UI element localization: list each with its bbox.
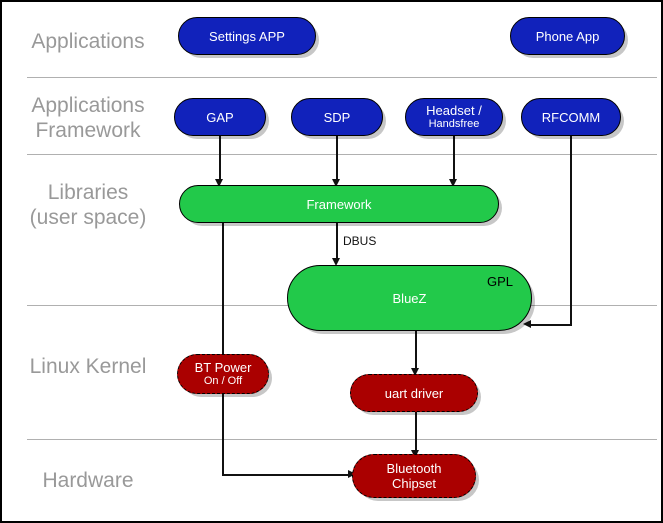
divider-applications: [27, 77, 657, 78]
node-phone-app[interactable]: Phone App: [510, 17, 625, 55]
connector-framework-to-bluez: [336, 222, 338, 262]
connector-framework-to-chipset-right: [222, 474, 352, 476]
node-gap-label: GAP: [206, 109, 234, 125]
node-bluetooth-chipset[interactable]: Bluetooth Chipset: [352, 454, 476, 498]
node-gap[interactable]: GAP: [174, 98, 266, 136]
divider-kernel: [27, 439, 657, 440]
connector-uart-to-chipset: [415, 410, 417, 454]
layer-label-hardware: Hardware: [42, 469, 134, 492]
node-settings-app[interactable]: Settings APP: [178, 17, 316, 55]
connector-gap-to-framework: [219, 135, 221, 183]
divider-framework: [27, 154, 657, 155]
node-headset-handsfree[interactable]: Headset / Handsfree: [405, 98, 503, 136]
layer-label-applications-framework: Applications Framework: [31, 94, 145, 142]
node-bt-power[interactable]: BT Power On / Off: [177, 354, 269, 394]
layer-label-linux-kernel: Linux Kernel: [29, 355, 147, 378]
node-framework-label: Framework: [306, 196, 372, 212]
connector-framework-to-chipset-down: [222, 222, 224, 475]
connector-bluez-to-uart: [415, 330, 417, 372]
arrowhead-rfcomm-bluez: [523, 320, 531, 328]
edge-label-dbus: DBUS: [343, 234, 377, 248]
node-bt-power-sublabel: On / Off: [203, 375, 243, 387]
connector-rfcomm-down: [570, 135, 572, 325]
arrowhead-sdp-framework: [332, 179, 340, 187]
connector-sdp-to-framework: [336, 135, 338, 183]
node-bluetooth-chipset-label: Bluetooth: [386, 461, 442, 476]
node-uart-driver[interactable]: uart driver: [350, 374, 478, 412]
connector-rfcomm-left: [529, 324, 572, 326]
node-bluez[interactable]: BlueZ GPL: [287, 265, 532, 331]
node-phone-app-label: Phone App: [535, 28, 600, 44]
node-rfcomm-label: RFCOMM: [541, 109, 601, 125]
node-settings-app-label: Settings APP: [209, 28, 285, 44]
connector-headset-to-framework: [453, 135, 455, 183]
arrowhead-framework-bluez: [332, 258, 340, 266]
layer-label-applications: Applications: [31, 30, 145, 53]
node-sdp-label: SDP: [323, 109, 351, 125]
node-bluez-license-tag: GPL: [486, 274, 513, 289]
node-bt-power-label: BT Power: [194, 360, 252, 375]
node-sdp[interactable]: SDP: [291, 98, 383, 136]
node-bluez-label: BlueZ: [392, 290, 427, 306]
layer-label-libraries: Libraries (user space): [29, 181, 147, 229]
node-rfcomm[interactable]: RFCOMM: [521, 98, 621, 136]
arrowhead-bluez-uart: [411, 368, 419, 376]
node-framework[interactable]: Framework: [179, 185, 499, 223]
arrowhead-gap-framework: [215, 179, 223, 187]
node-bluetooth-chipset-sublabel: Chipset: [391, 476, 437, 491]
node-headset-label: Headset /: [426, 103, 482, 118]
arrowhead-headset-framework: [449, 179, 457, 187]
node-uart-driver-label: uart driver: [384, 385, 444, 401]
node-headset-sublabel: Handsfree: [428, 118, 480, 130]
